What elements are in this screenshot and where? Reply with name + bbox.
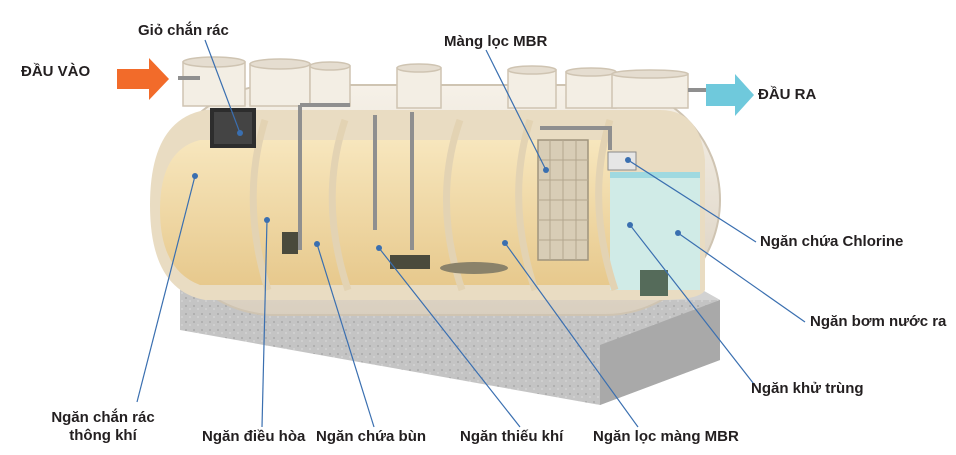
partition-walls [249,118,619,292]
outlet-arrow-icon [706,74,754,116]
disinfection-tank-label: Ngăn khử trùng [751,380,864,397]
marker-dots [192,130,681,251]
mbr-filter-tank-label: Ngăn lọc màng MBR [593,428,739,445]
inlet-label: ĐẦU VÀO [21,63,91,80]
outlet-pump-tank-label: Ngăn bơm nước ra [810,313,947,330]
marker-dot-icon [543,167,549,173]
marker-dot-icon [237,130,243,136]
chlorine-box [607,151,637,171]
anoxic-tank-label: Ngăn thiếu khí [460,428,564,445]
aerated-screen-tank-label: Ngăn chắn rác thông khí [28,409,178,445]
aerated-screen-tank-line2: thông khí [69,427,137,444]
sludge-tank-label: Ngăn chứa bùn [316,428,427,445]
marker-dot-icon [192,173,198,179]
marker-dot-icon [625,157,631,163]
marker-dot-icon [627,222,633,228]
trash-basket-label: Giỏ chắn rác [138,22,229,39]
inlet-arrow-icon [117,58,169,100]
chlorine-tank-label: Ngăn chứa Chlorine [760,233,904,250]
mbr-membrane-label: Màng lọc MBR [444,33,548,50]
marker-dot-icon [376,245,382,251]
aerated-screen-tank-line1: Ngăn chắn rác [51,409,155,426]
pumps [282,232,668,296]
pipes [178,76,706,250]
equalization-tank-label: Ngăn điều hòa [202,428,306,445]
leader-lines [136,39,806,428]
marker-dot-icon [314,241,320,247]
mbr-module [537,139,589,261]
outlet-label: ĐẦU RA [758,86,817,103]
marker-dot-icon [264,217,270,223]
marker-dot-icon [675,230,681,236]
manholes [182,56,689,109]
marker-dot-icon [502,240,508,246]
